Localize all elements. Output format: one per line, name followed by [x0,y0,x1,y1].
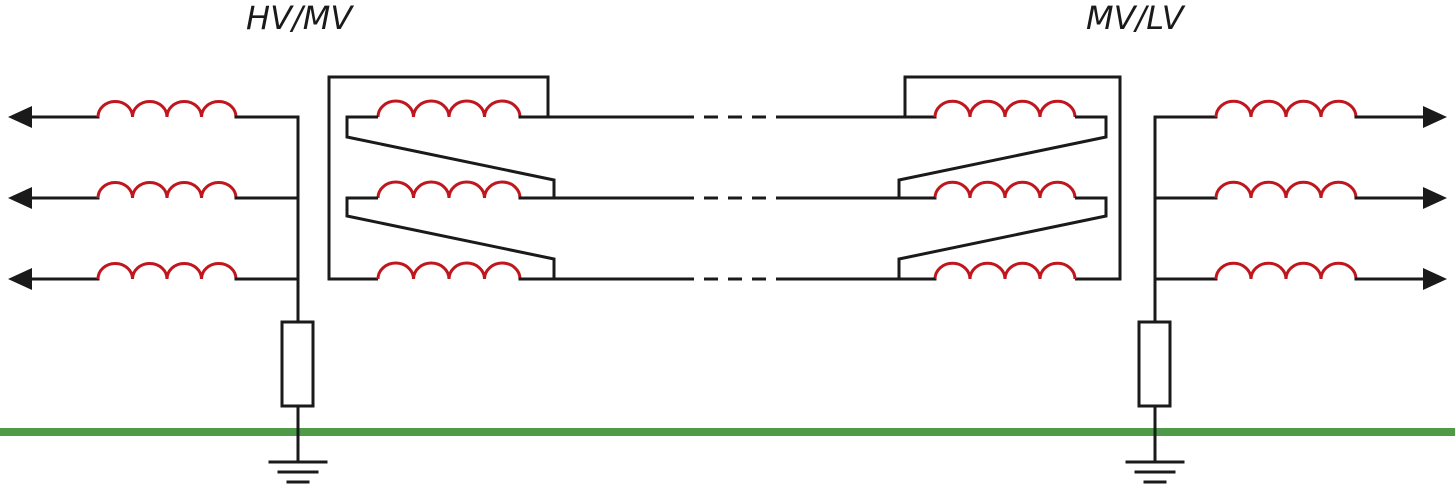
right-feeder-coil-3 [1214,261,1358,280]
mv-lv-secondary-coil-1 [933,99,1077,118]
mv-lv-label: MV/LV [1086,0,1184,37]
left-grounding-resistor [280,320,315,408]
mv-lv-secondary-coil-2 [933,180,1077,199]
hv-mv-label: HV/MV [246,0,353,37]
hv-mv-primary-coil-3 [376,261,522,280]
mv-lv-frame [903,75,1122,281]
left-feeder-arrow-3 [8,268,32,290]
left-feeder-arrow-2 [8,187,32,209]
right-feeder-coil-1 [1214,99,1358,118]
right-feeder-arrow-3 [1423,268,1447,290]
hv-mv-primary-coil-1 [376,99,522,118]
mv-lv-secondary-coil-3 [933,261,1077,280]
left-feeder-coil-2 [96,180,238,199]
right-feeder-arrow-2 [1423,187,1447,209]
hv-mv-zigzag-1 [345,115,556,200]
mv-lv-zigzag-2 [897,196,1108,281]
right-feeder-coil-2 [1214,180,1358,199]
right-grounding-resistor [1137,320,1172,408]
hv-mv-primary-coil-2 [376,180,522,199]
right-feeder-arrow-1 [1423,106,1447,128]
hv-mv-frame [327,75,550,281]
left-feeder-arrow-1 [8,106,32,128]
mv-lv-zigzag-1 [897,115,1108,200]
hv-mv-zigzag-2 [345,196,556,281]
left-feeder-coil-3 [96,261,238,280]
left-feeder-coil-1 [96,99,238,118]
